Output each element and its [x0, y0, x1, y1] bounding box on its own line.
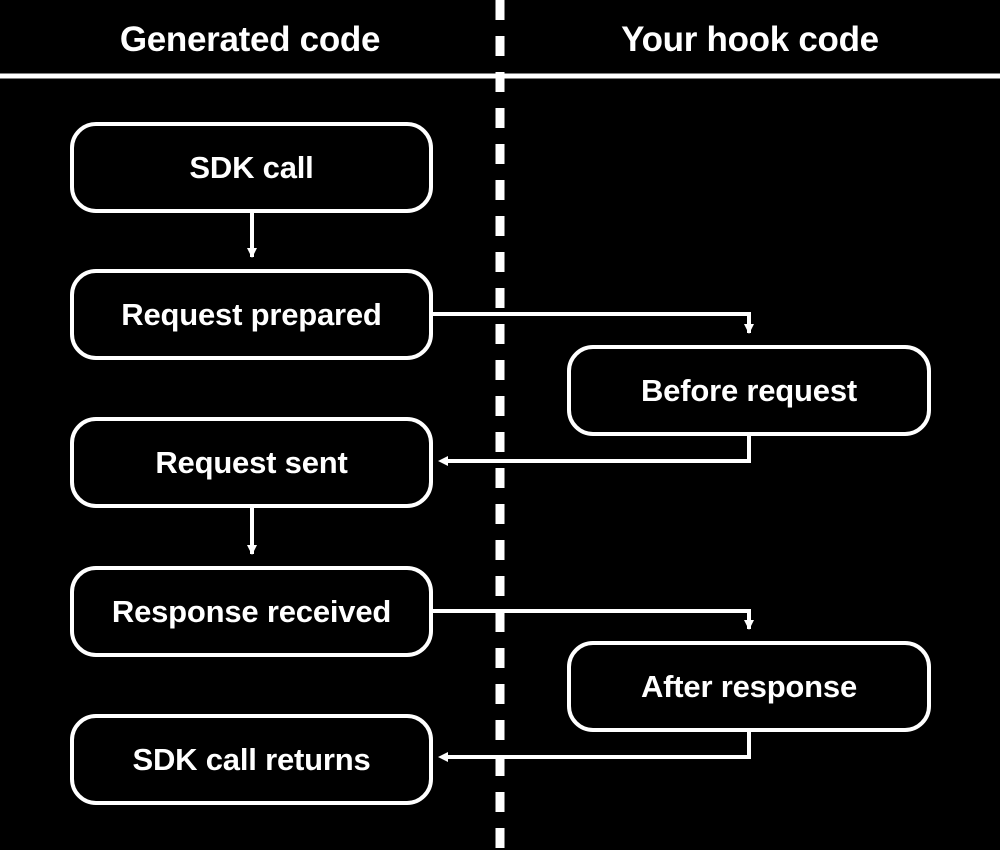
node-label: After response	[641, 668, 857, 704]
edge-before-request-to-request-sent	[438, 436, 751, 466]
column-title-generated-code: Generated code	[119, 20, 381, 59]
edge-response-received-to-after-response	[433, 609, 754, 630]
node-label: Response received	[111, 593, 392, 629]
node-label: Request prepared	[121, 296, 382, 332]
node-request-prepared[interactable]: Request prepared	[70, 269, 433, 360]
node-label: Request sent	[155, 444, 348, 480]
node-label: SDK call	[189, 149, 314, 185]
node-before-request[interactable]: Before request	[567, 345, 931, 436]
column-title-your-hook-code: Your hook code	[621, 20, 879, 59]
node-label: SDK call returns	[132, 741, 371, 777]
node-sdk-call[interactable]: SDK call	[70, 122, 433, 213]
edge-request-prepared-to-before-request	[433, 312, 754, 334]
edge-after-response-to-sdk-call-returns	[438, 732, 751, 762]
node-request-sent[interactable]: Request sent	[70, 417, 433, 508]
node-after-response[interactable]: After response	[567, 641, 931, 732]
node-label: Before request	[641, 372, 857, 408]
node-response-received[interactable]: Response received	[70, 566, 433, 657]
node-sdk-call-returns[interactable]: SDK call returns	[70, 714, 433, 805]
